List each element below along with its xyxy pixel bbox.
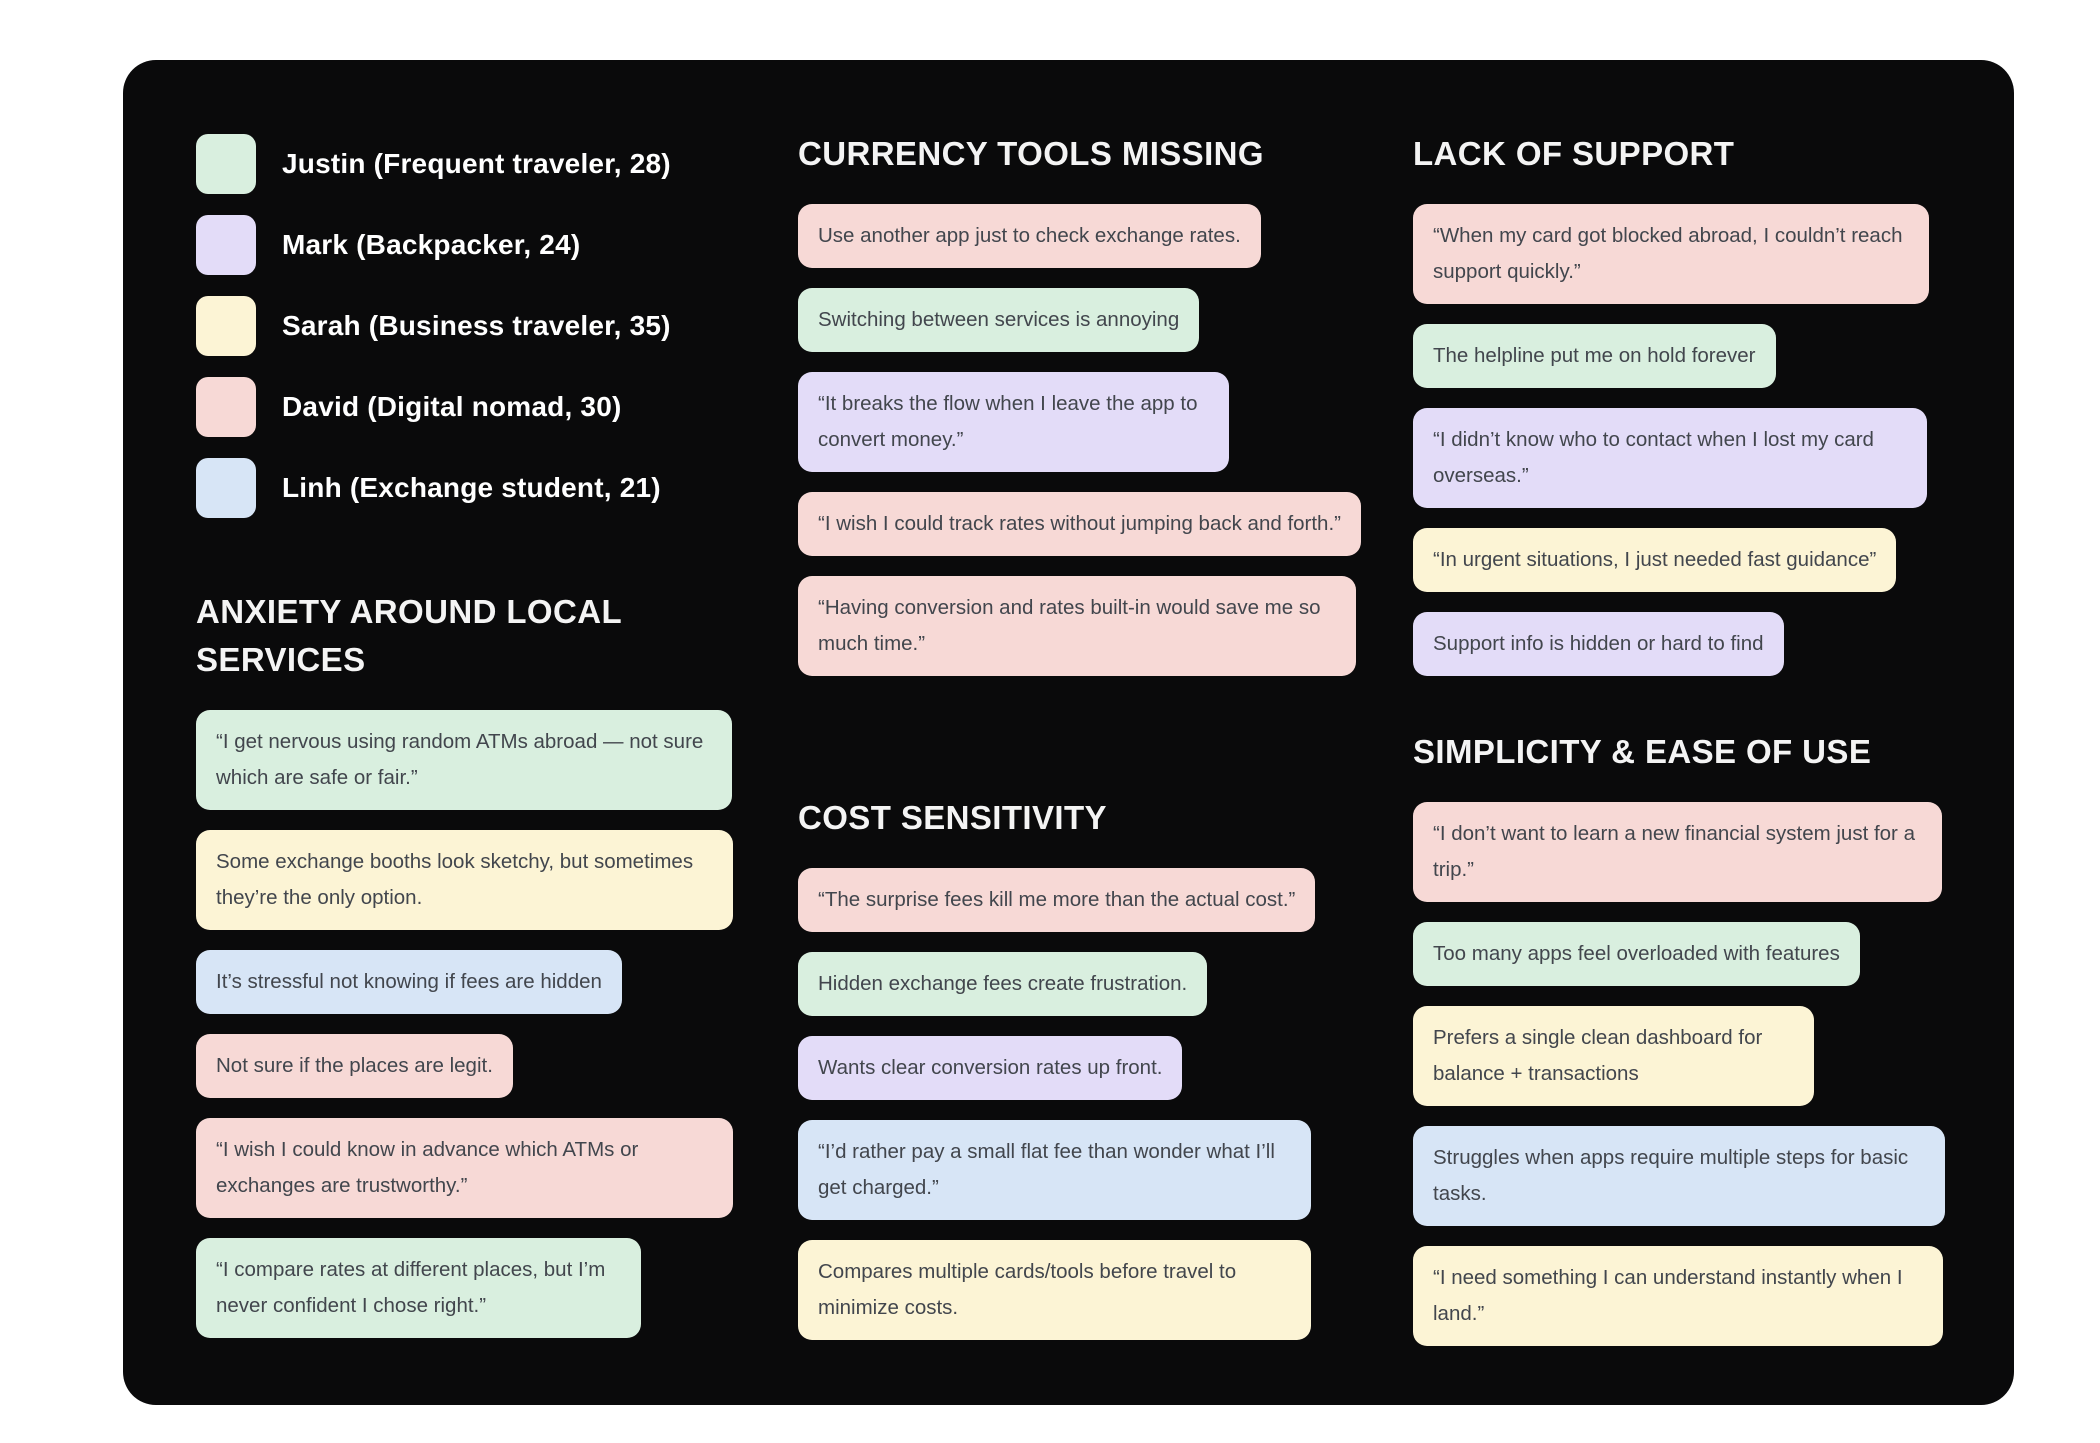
sticky-note-simplicity-2[interactable]: Too many apps feel overloaded with featu… [1413,922,1860,986]
legend-label-sarah: Sarah (Business traveler, 35) [282,310,671,341]
notes-group-currency: Use another app just to check exchange r… [798,204,1361,676]
sticky-note-support-1[interactable]: “When my card got blocked abroad, I coul… [1413,204,1929,304]
legend-item-sarah: Sarah (Business traveler, 35) [196,296,671,356]
legend-item-linh: Linh (Exchange student, 21) [196,458,671,518]
sticky-note-cost-3[interactable]: Wants clear conversion rates up front. [798,1036,1183,1100]
legend-label-justin: Justin (Frequent traveler, 28) [282,148,671,179]
legend-item-justin: Justin (Frequent traveler, 28) [196,134,671,194]
section-title-currency: CURRENCY TOOLS MISSING [798,135,1264,172]
sticky-note-support-3[interactable]: “I didn’t know who to contact when I los… [1413,408,1927,508]
sticky-note-currency-5[interactable]: “Having conversion and rates built-in wo… [798,576,1356,676]
legend-item-mark: Mark (Backpacker, 24) [196,215,671,275]
sticky-note-anxiety-2[interactable]: Some exchange booths look sketchy, but s… [196,830,733,930]
sticky-note-support-2[interactable]: The helpline put me on hold forever [1413,324,1776,388]
sticky-note-simplicity-4[interactable]: Struggles when apps require multiple ste… [1413,1126,1945,1226]
board-column-right: LACK OF SUPPORT “When my card got blocked… [1413,130,1973,1346]
legend-color-swatch-david [196,377,256,437]
notes-group-anxiety: “I get nervous using random ATMs abroad … [196,710,733,1338]
sticky-note-simplicity-1[interactable]: “I don’t want to learn a new financial s… [1413,802,1942,902]
sticky-note-anxiety-6[interactable]: “I compare rates at different places, bu… [196,1238,641,1338]
legend-label-linh: Linh (Exchange student, 21) [282,472,661,503]
sticky-note-currency-4[interactable]: “I wish I could track rates without jump… [798,492,1361,556]
affinity-board-canvas: Justin (Frequent traveler, 28) Mark (Back… [123,60,2014,1405]
section-title-simplicity: SIMPLICITY & EASE OF USE [1413,733,1872,770]
legend-color-swatch-justin [196,134,256,194]
section-title-support: LACK OF SUPPORT [1413,135,1735,172]
sticky-note-simplicity-3[interactable]: Prefers a single clean dashboard for bal… [1413,1006,1814,1106]
persona-legend: Justin (Frequent traveler, 28) Mark (Back… [196,134,671,518]
notes-group-simplicity: “I don’t want to learn a new financial s… [1413,802,1945,1346]
legend-color-swatch-mark [196,215,256,275]
notes-group-support: “When my card got blocked abroad, I coul… [1413,204,1929,676]
sticky-note-anxiety-1[interactable]: “I get nervous using random ATMs abroad … [196,710,732,810]
sticky-note-currency-2[interactable]: Switching between services is annoying [798,288,1200,352]
board-column-middle: CURRENCY TOOLS MISSING Use another app ju… [798,130,1373,1340]
notes-group-cost: “The surprise fees kill me more than the… [798,868,1316,1340]
sticky-note-cost-2[interactable]: Hidden exchange fees create frustration. [798,952,1208,1016]
sticky-note-support-5[interactable]: Support info is hidden or hard to find [1413,612,1784,676]
sticky-note-anxiety-5[interactable]: “I wish I could know in advance which AT… [196,1118,733,1218]
legend-color-swatch-linh [196,458,256,518]
sticky-note-cost-5[interactable]: Compares multiple cards/tools before tra… [798,1240,1311,1340]
sticky-note-anxiety-4[interactable]: Not sure if the places are legit. [196,1034,513,1098]
sticky-note-cost-1[interactable]: “The surprise fees kill me more than the… [798,868,1316,932]
sticky-note-currency-3[interactable]: “It breaks the flow when I leave the app… [798,372,1229,472]
section-title-cost: COST SENSITIVITY [798,799,1107,836]
legend-color-swatch-sarah [196,296,256,356]
sticky-note-anxiety-3[interactable]: It’s stressful not knowing if fees are h… [196,950,622,1014]
sticky-note-currency-1[interactable]: Use another app just to check exchange r… [798,204,1261,268]
sticky-note-cost-4[interactable]: “I’d rather pay a small flat fee than wo… [798,1120,1311,1220]
sticky-note-simplicity-5[interactable]: “I need something I can understand insta… [1413,1246,1943,1346]
legend-label-mark: Mark (Backpacker, 24) [282,229,581,260]
board-column-left: Justin (Frequent traveler, 28) Mark (Back… [196,134,756,1338]
sticky-note-support-4[interactable]: “In urgent situations, I just needed fas… [1413,528,1897,592]
section-title-anxiety: ANXIETY AROUND LOCAL SERVICES [196,593,622,678]
legend-item-david: David (Digital nomad, 30) [196,377,671,437]
legend-label-david: David (Digital nomad, 30) [282,391,622,422]
